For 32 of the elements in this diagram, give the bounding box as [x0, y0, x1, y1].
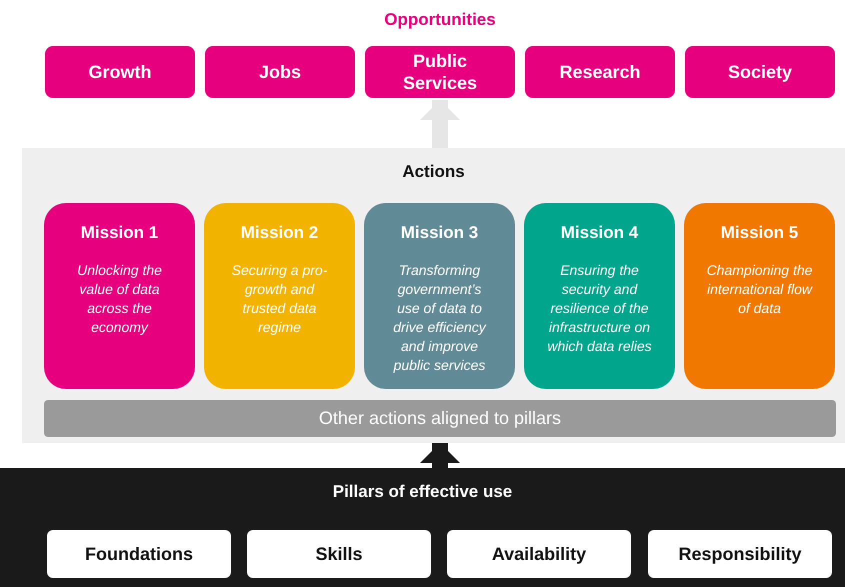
mission-card [204, 203, 355, 389]
mission-card [524, 203, 675, 389]
layer-title: Pillars of effective use [332, 482, 514, 502]
pillar-box: Availability [447, 530, 631, 578]
layer-title: Actions [401, 162, 466, 182]
opportunity-box: Society [685, 46, 835, 98]
mission-title: Mission 3 [400, 223, 480, 243]
mission-title: Mission 2 [240, 223, 320, 243]
opportunity-box: Jobs [205, 46, 355, 98]
group-title: Opportunities [383, 10, 497, 30]
mission-description: Securing a pro-growth and trusted data regime [230, 261, 328, 337]
mission-description: Ensuring the security and resilience of the infrastructure on which data relies [546, 261, 653, 356]
pillar-box: Responsibility [648, 530, 832, 578]
mission-description: Transforming government’s use of data to drive efficiency and improve public services [392, 261, 488, 375]
opportunity-box: Growth [45, 46, 195, 98]
mission-card [684, 203, 835, 389]
opportunity-box: Research [525, 46, 675, 98]
mission-title: Mission 4 [560, 223, 640, 243]
mission-title: Mission 5 [720, 223, 800, 243]
mission-description: Championing the international flow of data [706, 261, 813, 318]
opportunity-box: Public Services [365, 46, 515, 98]
mission-card [44, 203, 195, 389]
mission-title: Mission 1 [80, 223, 160, 243]
block-arrow [420, 100, 460, 148]
mission-description: Unlocking the value of data across the economy [76, 261, 163, 337]
pillar-box: Foundations [47, 530, 231, 578]
mission-card [364, 203, 515, 389]
layer-band [0, 468, 845, 587]
actions-bar: Other actions aligned to pillars [44, 400, 836, 437]
block-arrow [420, 443, 460, 468]
pillar-box: Skills [247, 530, 431, 578]
layer-band [22, 148, 845, 443]
